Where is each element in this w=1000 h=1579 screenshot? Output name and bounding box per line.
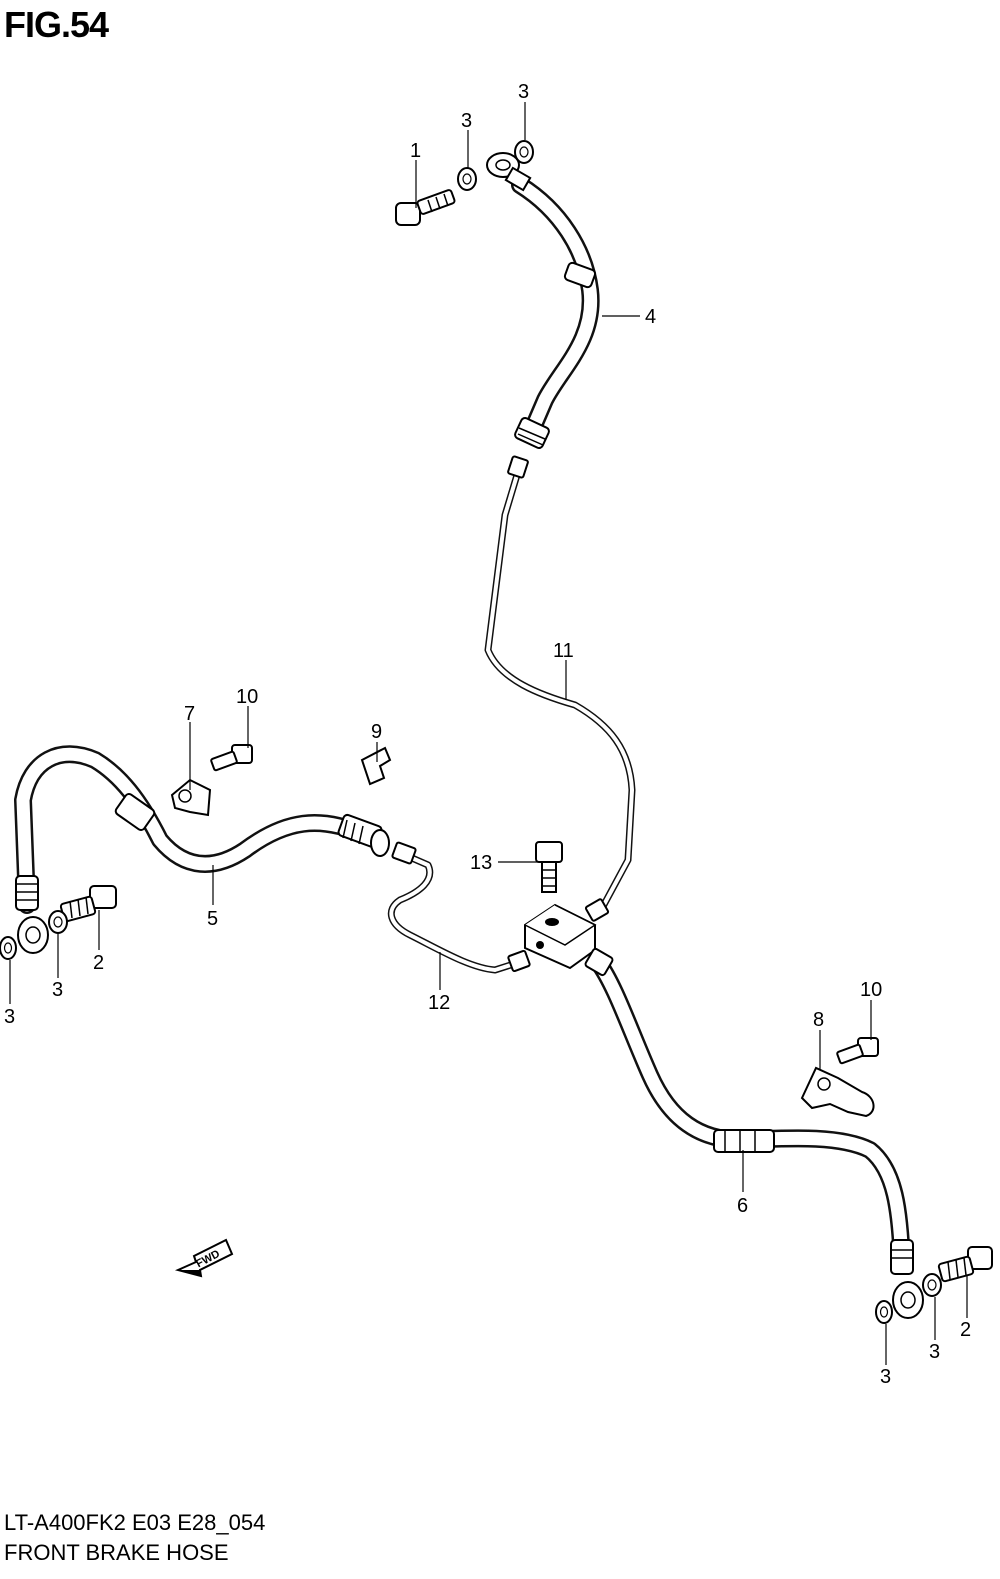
brake-pipe-connector[interactable]: [387, 841, 531, 974]
callout-4: 4: [645, 306, 656, 328]
washer-left-inner[interactable]: [48, 910, 68, 934]
callout-3: 3: [4, 1006, 15, 1028]
union-bolt-left[interactable]: [59, 885, 117, 923]
callout-3: 3: [461, 110, 472, 132]
callout-13: 13: [470, 852, 492, 874]
washer-left-outer[interactable]: [0, 936, 17, 960]
callout-10: 10: [860, 979, 882, 1001]
brake-hose-right[interactable]: [584, 947, 924, 1319]
hose-clamp-left[interactable]: [170, 778, 212, 817]
callout-8: 8: [813, 1009, 824, 1031]
joint-bolt[interactable]: [535, 841, 563, 893]
union-bolt-right[interactable]: [937, 1246, 993, 1283]
callout-7: 7: [184, 703, 195, 725]
callout-2: 2: [93, 952, 104, 974]
washer-right-inner[interactable]: [922, 1273, 942, 1297]
hose-clamp-right[interactable]: [800, 1066, 875, 1118]
brake-hose-upper[interactable]: [486, 152, 600, 449]
callout-11: 11: [553, 640, 574, 662]
callout-12: 12: [428, 992, 450, 1014]
union-bolt-upper[interactable]: [395, 189, 456, 226]
callout-6: 6: [737, 1195, 748, 1217]
callout-10: 10: [236, 686, 258, 708]
brake-hose-joint[interactable]: [524, 903, 597, 970]
fwd-arrow-icon: FWD: [174, 1238, 234, 1278]
washer-upper-right[interactable]: [514, 140, 534, 164]
section-name: FRONT BRAKE HOSE: [4, 1540, 229, 1565]
brake-pipe-main[interactable]: [484, 455, 636, 922]
model-code: LT-A400FK2 E03 E28_054: [4, 1510, 266, 1535]
clamp-bolt-right[interactable]: [836, 1037, 879, 1065]
callout-3: 3: [929, 1341, 940, 1363]
callout-3: 3: [52, 979, 63, 1001]
callout-3: 3: [880, 1366, 891, 1388]
leader-lines: [9, 102, 968, 1365]
brake-hose-left[interactable]: [14, 745, 390, 954]
washer-upper-left[interactable]: [457, 167, 477, 191]
callout-2: 2: [960, 1319, 971, 1341]
callout-3: 3: [518, 81, 529, 103]
callout-1: 1: [410, 140, 421, 162]
clamp-bolt-left[interactable]: [210, 744, 253, 772]
figure-title: FIG.54: [4, 4, 109, 45]
washer-right-outer[interactable]: [875, 1300, 893, 1324]
callout-5: 5: [207, 908, 218, 930]
hose-clip[interactable]: [360, 746, 392, 786]
callout-9: 9: [371, 721, 382, 743]
